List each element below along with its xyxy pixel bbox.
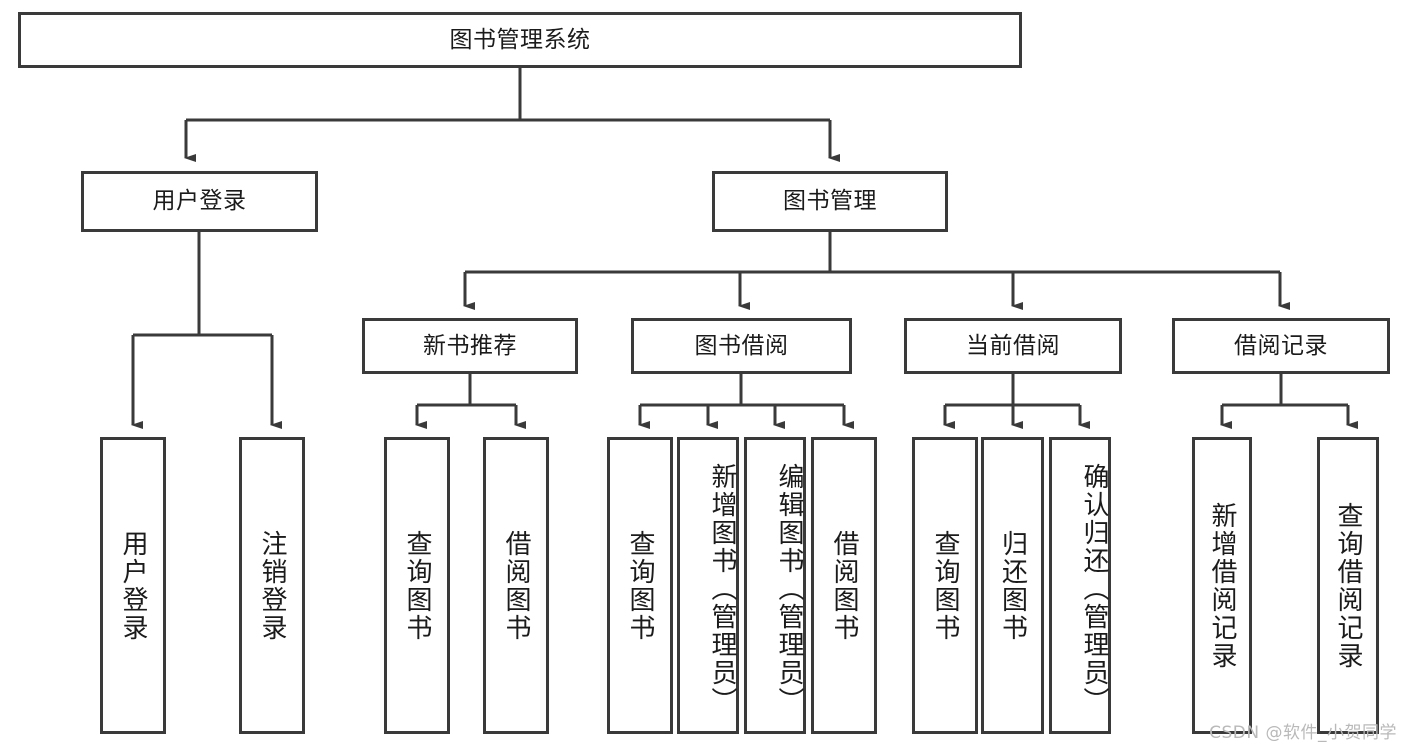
leaf-user-login[interactable]: 用户登录 — [100, 437, 166, 734]
node-label: 图书借阅 — [694, 332, 789, 359]
node-label: 用户登录 — [152, 188, 247, 214]
leaf-confirm-return-admin[interactable]: 确认归还（管理员） — [1049, 437, 1111, 734]
node-label: 图书管理系统 — [449, 26, 591, 53]
node-label: 查询图书 — [625, 529, 656, 642]
node-book-management[interactable]: 图书管理 — [712, 171, 948, 232]
leaf-add-borrow-record[interactable]: 新增借阅记录 — [1192, 437, 1252, 734]
leaf-query-borrow-record[interactable]: 查询借阅记录 — [1317, 437, 1379, 734]
node-label: 注销登录 — [257, 529, 288, 642]
node-label: 确认归还（管理员） — [1079, 462, 1109, 715]
node-root-system[interactable]: 图书管理系统 — [18, 12, 1022, 68]
node-label: 编辑图书（管理员） — [774, 462, 804, 715]
node-label: 当前借阅 — [966, 332, 1060, 359]
node-label: 查询图书 — [402, 529, 433, 642]
node-user-login[interactable]: 用户登录 — [81, 171, 318, 232]
node-label: 用户登录 — [118, 529, 149, 642]
node-label: 借阅记录 — [1234, 332, 1328, 359]
node-borrow-record[interactable]: 借阅记录 — [1172, 318, 1390, 374]
node-label: 归还图书 — [997, 529, 1028, 642]
watermark-text: CSDN @软件_小贺同学 — [1209, 723, 1397, 743]
leaf-query-book-current[interactable]: 查询图书 — [912, 437, 978, 734]
leaf-borrow-book-recommend[interactable]: 借阅图书 — [483, 437, 549, 734]
node-label: 查询图书 — [930, 529, 961, 642]
node-current-borrow[interactable]: 当前借阅 — [904, 318, 1122, 374]
leaf-query-book-recommend[interactable]: 查询图书 — [384, 437, 450, 734]
node-label: 查询借阅记录 — [1333, 501, 1364, 670]
leaf-borrow-book[interactable]: 借阅图书 — [811, 437, 877, 734]
leaf-query-book-borrow[interactable]: 查询图书 — [607, 437, 673, 734]
node-label: 借阅图书 — [501, 529, 532, 642]
node-new-book-recommend[interactable]: 新书推荐 — [362, 318, 578, 374]
node-label: 借阅图书 — [829, 529, 860, 642]
leaf-logout[interactable]: 注销登录 — [239, 437, 305, 734]
node-label: 新增图书（管理员） — [707, 462, 737, 715]
leaf-return-book[interactable]: 归还图书 — [981, 437, 1044, 734]
node-label: 图书管理 — [783, 188, 877, 214]
node-label: 新增借阅记录 — [1207, 501, 1238, 670]
node-label: 新书推荐 — [423, 332, 517, 359]
leaf-edit-book-admin[interactable]: 编辑图书（管理员） — [744, 437, 806, 734]
node-book-borrow[interactable]: 图书借阅 — [631, 318, 852, 374]
leaf-add-book-admin[interactable]: 新增图书（管理员） — [677, 437, 739, 734]
